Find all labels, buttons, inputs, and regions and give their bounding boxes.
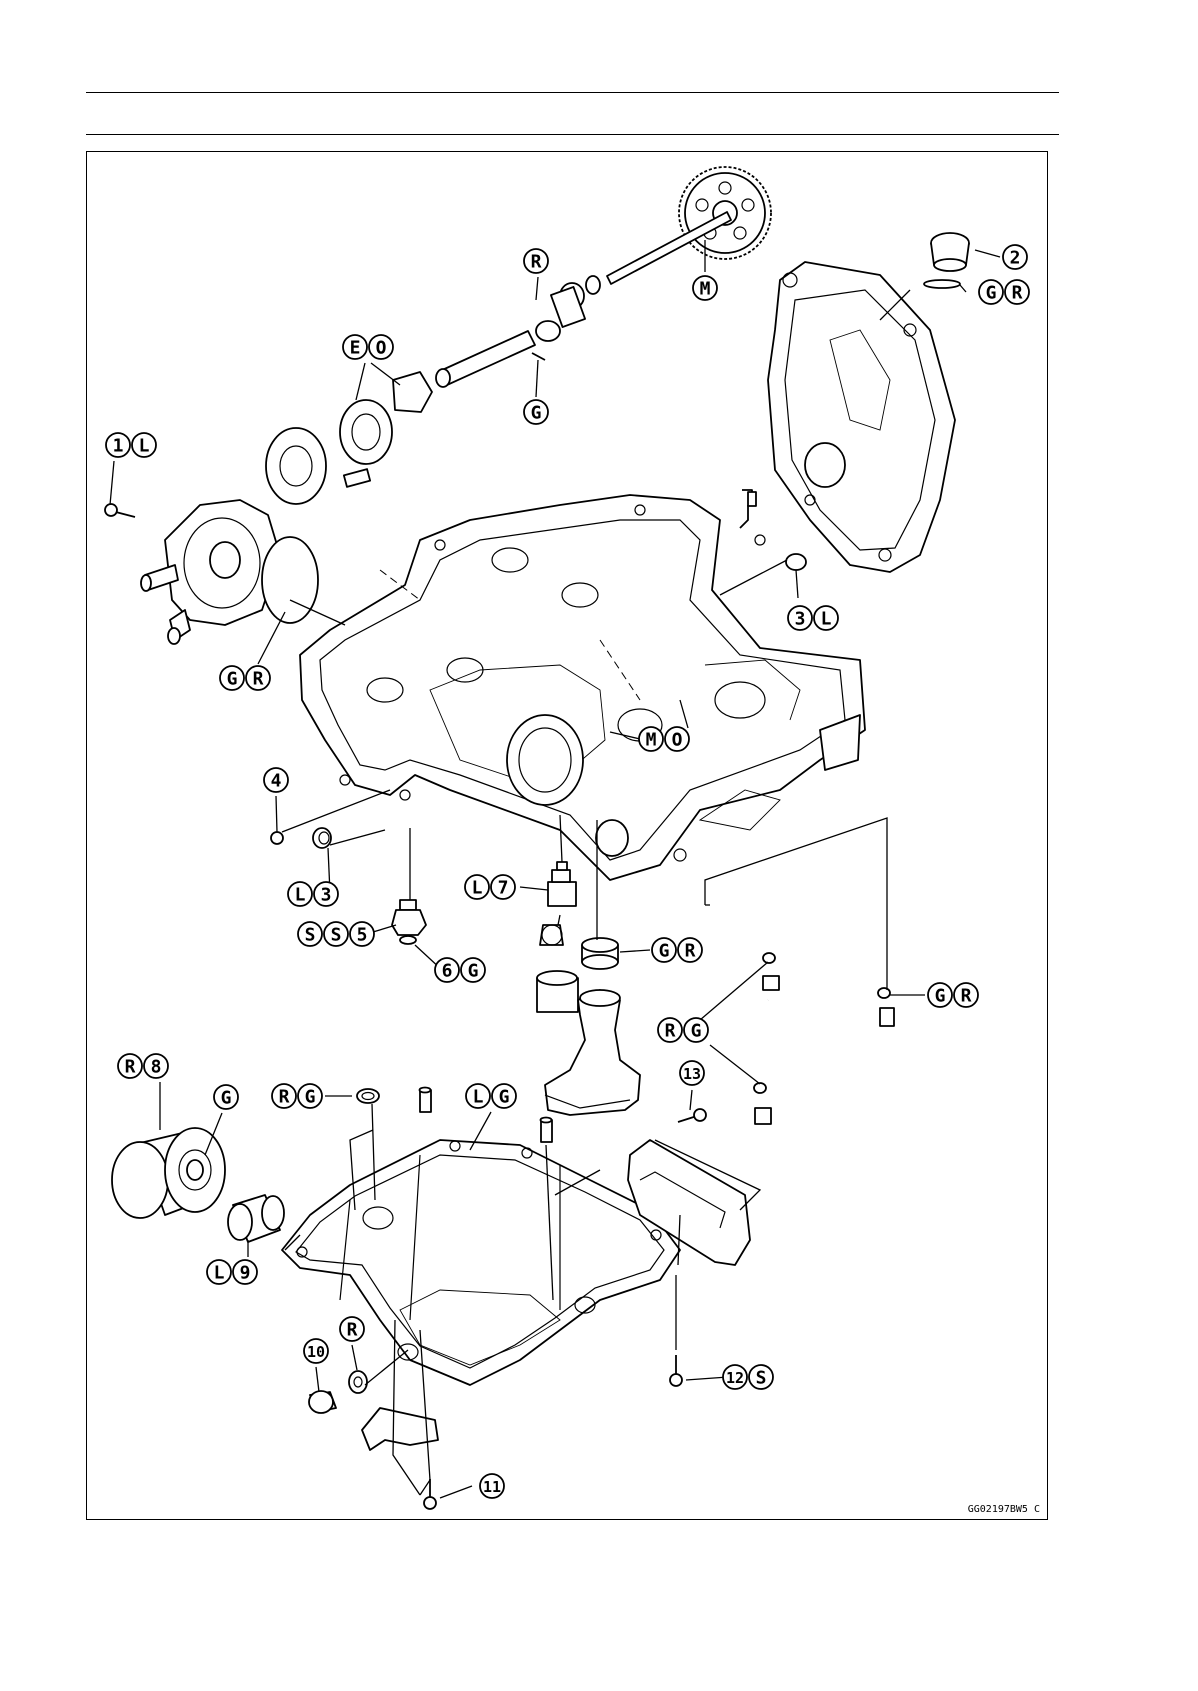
callout-text: R — [125, 1057, 136, 1078]
callout-text: 3 — [795, 609, 806, 630]
callout-text: 13 — [683, 1065, 701, 1083]
callout-text: R — [665, 1021, 676, 1042]
oil-filter — [112, 1128, 225, 1218]
callout-text: L — [821, 609, 832, 630]
upper-crankcase — [300, 490, 865, 880]
oil-pump-rotors — [266, 372, 432, 504]
oil-filter-pipe — [228, 1195, 284, 1242]
callout-text: G — [935, 986, 946, 1007]
callout-text: 6 — [442, 961, 453, 982]
oil-pan — [282, 1140, 680, 1385]
callout-text: G — [227, 669, 238, 690]
callout-text: G — [305, 1087, 316, 1108]
callout-text: 1 — [113, 436, 124, 457]
callout-c2: 2 — [1003, 245, 1027, 269]
callout-c1: 1L — [106, 433, 156, 457]
oil-pump-cover — [768, 262, 955, 572]
oil-pressure-switch — [392, 900, 426, 944]
callout-text: E — [350, 338, 361, 359]
plug-3-upper — [786, 554, 806, 570]
callout-c12: 12 S — [723, 1365, 773, 1389]
callout-text: 4 — [271, 771, 282, 792]
callout-text: G — [499, 1087, 510, 1108]
plug-4 — [271, 832, 283, 844]
callout-cG1: G — [524, 400, 548, 424]
callout-text: R — [279, 1087, 290, 1108]
callout-text: G — [221, 1088, 232, 1109]
callout-c3b: L3 — [288, 882, 338, 906]
callout-text: 10 — [307, 1343, 325, 1361]
oil-filter-adapter-ring — [582, 938, 618, 969]
callout-text: 8 — [151, 1057, 162, 1078]
oil-pump-inner-shaft — [436, 331, 545, 387]
callout-c4: 4 — [264, 768, 288, 792]
callout-text: R — [961, 986, 972, 1007]
callout-text: 3 — [321, 885, 332, 906]
callout-c13: 13 — [680, 1061, 704, 1085]
callout-text: R — [1012, 283, 1023, 304]
callout-c2b: GR — [979, 280, 1029, 304]
callout-text: L — [214, 1263, 225, 1284]
callout-text: L — [472, 878, 483, 899]
callout-c5: SS5 — [298, 922, 374, 946]
callout-text: 11 — [483, 1478, 501, 1496]
oil-cooler — [105, 500, 318, 644]
callout-text: L — [295, 885, 306, 906]
callout-cG2: G — [214, 1085, 238, 1109]
callout-text: G — [468, 961, 479, 982]
callout-text: L — [473, 1087, 484, 1108]
callout-text: O — [672, 730, 683, 751]
callout-cEO: EO — [343, 335, 393, 359]
callout-text: G — [986, 283, 997, 304]
oil-pipe-fitting-7 — [548, 862, 576, 906]
callout-cGR3: GR — [928, 983, 978, 1007]
callout-text: 5 — [357, 925, 368, 946]
callout-text: R — [253, 669, 264, 690]
callout-text: M — [646, 730, 657, 751]
callout-text: 12 — [726, 1369, 744, 1387]
callout-c6: 6G — [435, 958, 485, 982]
callout-cR1: R — [524, 249, 548, 273]
callout-text: M — [700, 279, 711, 300]
plug-3-lower — [313, 828, 331, 848]
callout-text: S — [305, 925, 316, 946]
callout-text: G — [659, 941, 670, 962]
callout-text: S — [756, 1368, 767, 1389]
callout-text: G — [691, 1021, 702, 1042]
callout-c10: 10 — [304, 1339, 328, 1363]
callout-text: 2 — [1010, 248, 1021, 269]
callout-cM1: M — [693, 276, 717, 300]
callout-text: S — [331, 925, 342, 946]
callout-text: R — [347, 1320, 358, 1341]
callout-text: O — [376, 338, 387, 359]
oil-pipe — [754, 953, 894, 1124]
callout-cRG1: RG — [658, 1018, 708, 1042]
callout-text: L — [139, 436, 150, 457]
callout-text: 9 — [240, 1263, 251, 1284]
filler-cap — [924, 233, 969, 288]
callout-c11: 11 — [480, 1474, 504, 1498]
callout-text: R — [531, 252, 542, 273]
oil-screen — [540, 925, 563, 945]
callout-text: G — [531, 403, 542, 424]
callout-text: R — [685, 941, 696, 962]
figure-code: GG02197BW5 C — [968, 1504, 1040, 1515]
callout-c3a: 3L — [788, 606, 838, 630]
o-ring-pan — [357, 1089, 379, 1103]
callout-text: 7 — [498, 878, 509, 899]
oil-strainer — [537, 971, 640, 1115]
callout-cR2: R — [340, 1317, 364, 1341]
